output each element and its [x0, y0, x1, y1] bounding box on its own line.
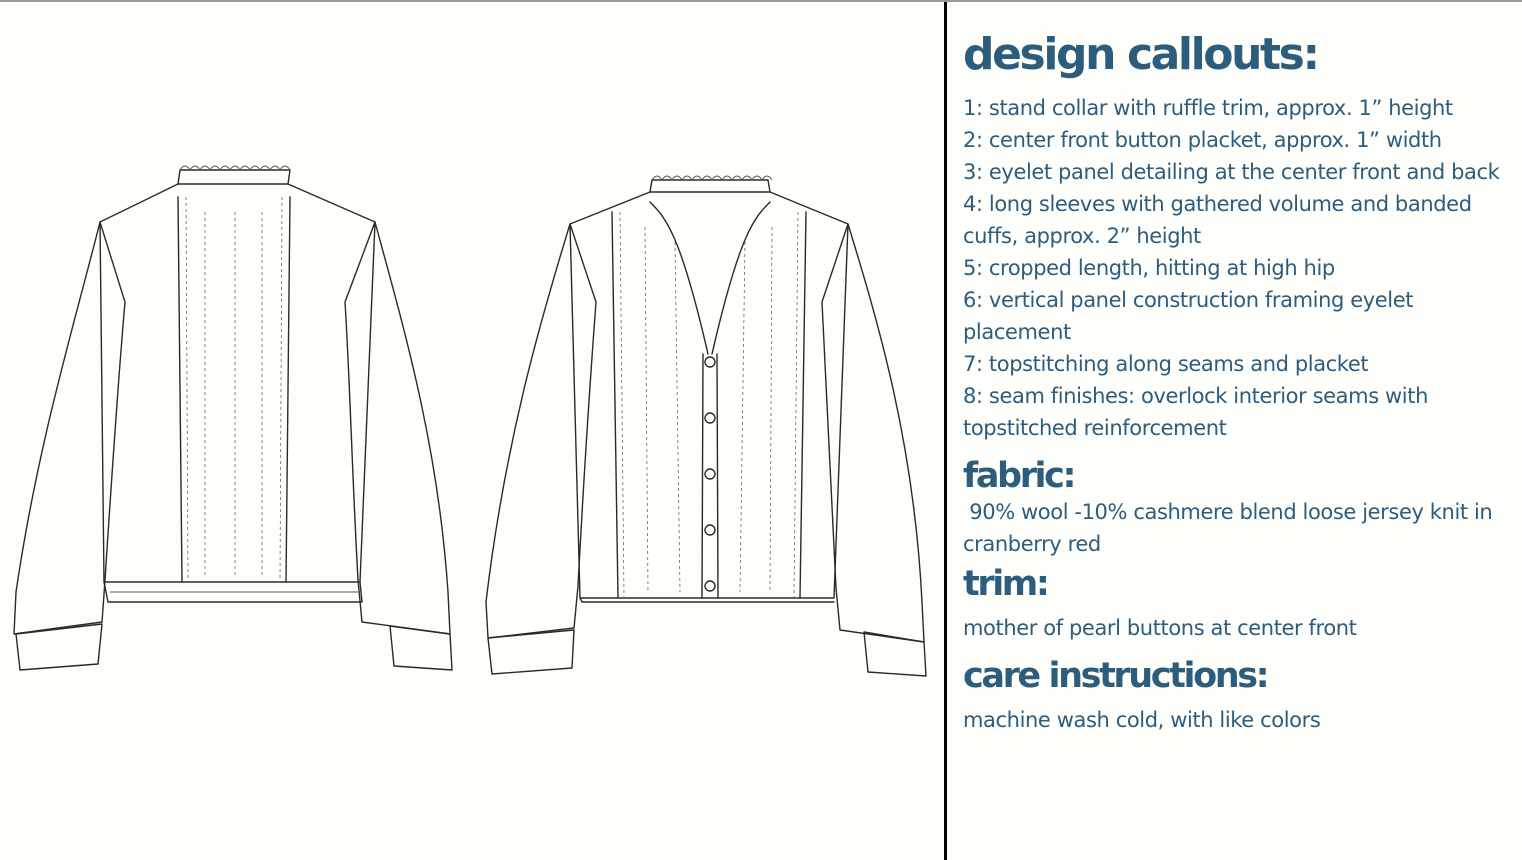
callout-item: 8: seam finishes: overlock interior seam… [963, 384, 1428, 440]
callout-item: 6: vertical panel construction framing e… [963, 288, 1414, 344]
front-view-sketch [485, 175, 927, 677]
design-callouts-heading: design callouts: [963, 29, 1320, 80]
trim-heading: trim: [963, 564, 1050, 604]
technical-flat-sketch [13, 165, 927, 677]
fabric-text: 90% wool -10% cashmere blend loose jerse… [963, 500, 1499, 556]
callout-item: 3: eyelet panel detailing at the center … [963, 160, 1500, 184]
trim-text: mother of pearl buttons at center front [963, 616, 1357, 640]
care-instructions-heading: care instructions: [963, 656, 1270, 696]
callout-item: 7: topstitching along seams and placket [963, 352, 1369, 376]
design-callouts-list: 1: stand collar with ruffle trim, approx… [963, 92, 1511, 444]
top-border [0, 0, 1522, 2]
back-view-sketch [13, 165, 453, 671]
callout-item: 5: cropped length, hitting at high hip [963, 256, 1335, 280]
callout-item: 4: long sleeves with gathered volume and… [963, 192, 1472, 248]
callout-item: 2: center front button placket, approx. … [963, 128, 1442, 152]
fabric-heading: fabric: [963, 456, 1077, 496]
panel-divider [944, 2, 947, 860]
care-instructions-text: machine wash cold, with like colors [963, 708, 1321, 732]
callout-item: 1: stand collar with ruffle trim, approx… [963, 96, 1453, 120]
spec-panel: design callouts: 1: stand collar with ru… [963, 26, 1511, 736]
